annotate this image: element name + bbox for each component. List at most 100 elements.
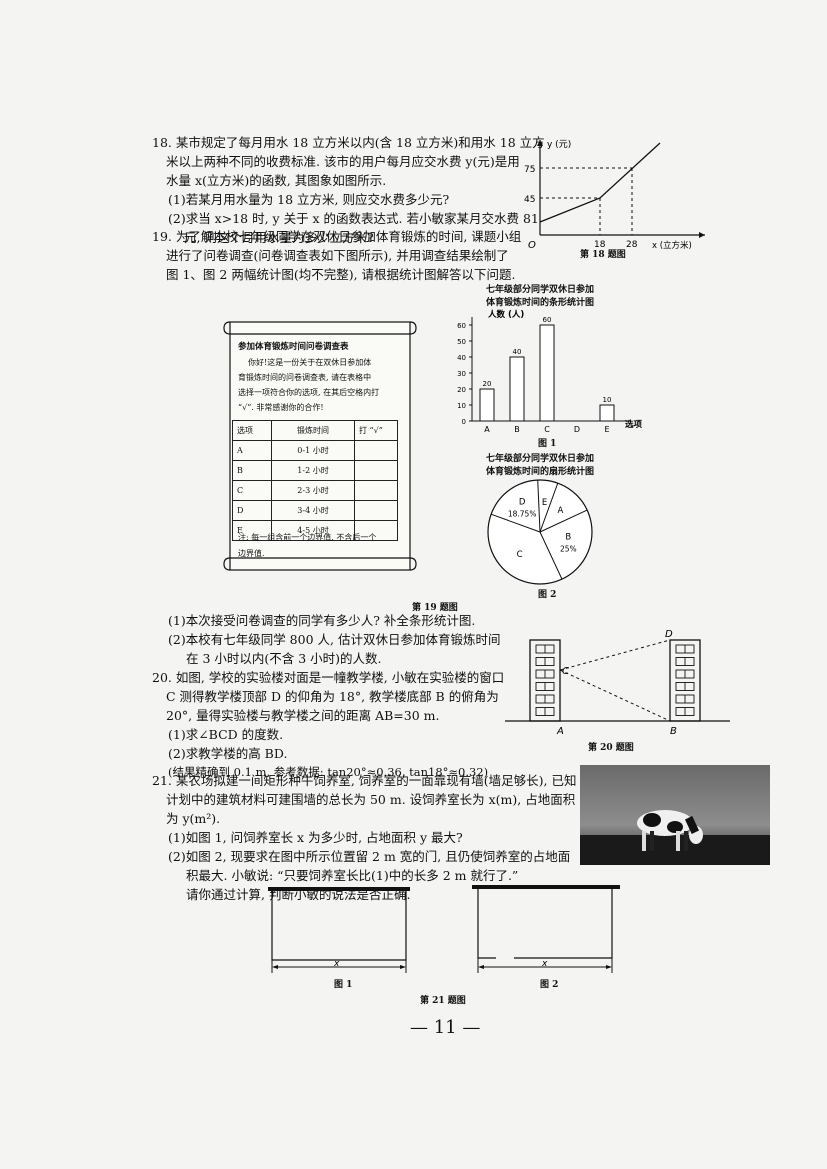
pie-slice-label-A: A <box>557 506 563 516</box>
pie-title-1: 七年级部分同学双休日参加 <box>486 454 595 464</box>
survey-time: 0-1 小时 <box>271 440 355 461</box>
q19-question-3: 在 3 小时以内(不含 3 小时)的人数. <box>186 651 382 666</box>
sight-line-cb <box>559 669 671 722</box>
q21-pen-figures: x x <box>268 885 620 973</box>
bar-y-tick-label: 30 <box>457 370 466 378</box>
page-number: — 11 — <box>410 1017 481 1038</box>
sight-line-cd <box>559 639 671 671</box>
q18-y-tick-75: 75 <box>524 165 535 175</box>
fig1-caption: 图 1 <box>334 980 353 990</box>
survey-check-cell[interactable] <box>354 440 398 461</box>
q18-function-graph: y (元) 75 45 18 28 O x (立方米) <box>524 140 705 251</box>
survey-header-time: 锻炼时间 <box>271 420 355 441</box>
survey-intro-1: 你好!这是一份关于在双休日参加体 <box>248 358 372 367</box>
q18-y-label: y (元) <box>547 140 571 150</box>
bar-y-label: 人数 (人) <box>488 309 524 320</box>
pie-boundary <box>490 513 541 533</box>
pie-slice-pct-B: 25% <box>560 544 577 553</box>
pie-boundary <box>539 531 563 580</box>
pie-boundary <box>539 509 588 533</box>
q21-line-4: (1)如图 1, 问饲养室长 x 为多少时, 占地面积 y 最大? <box>168 830 463 845</box>
bar-title-1: 七年级部分同学双休日参加 <box>486 285 595 295</box>
pie-boundary <box>539 482 559 533</box>
survey-intro-2: 育锻炼时间的问卷调查表, 请在表格中 <box>238 373 372 382</box>
q18-y-tick-45: 45 <box>524 195 535 205</box>
survey-option: D <box>232 500 272 521</box>
survey-note-1: 注: 每一组含前一个边界值, 不含后一个 <box>238 533 377 542</box>
q18-line-2: 米以上两种不同的收费标准. 该市的用户每月应交水费 y(元)是用 <box>166 154 520 169</box>
q19-line-1: 19. 为了解本校七年级同学在双休日参加体育锻炼的时间, 课题小组 <box>152 229 522 244</box>
q20-buildings-diagram: C D A B <box>505 629 730 737</box>
survey-check-cell[interactable] <box>354 500 398 521</box>
q19-question-2: (2)本校有七年级同学 800 人, 估计双休日参加体育锻炼时间 <box>168 632 501 647</box>
bar-category-label: A <box>484 425 490 434</box>
survey-check-cell[interactable] <box>354 520 398 541</box>
q18-line-1: 18. 某市规定了每月用水 18 立方米以内(含 18 立方米)和用水 18 立… <box>152 135 545 150</box>
bar-caption: 图 1 <box>538 439 557 449</box>
bar-value-label: 10 <box>603 396 612 404</box>
bar-y-tick-label: 50 <box>457 338 466 346</box>
survey-title: 参加体育锻炼时间问卷调查表 <box>238 342 349 352</box>
q21-line-1: 21. 某农场拟建一间矩形种牛饲养室, 饲养室的一面靠现有墙(墙足够长), 已知 <box>152 773 577 788</box>
q20-line-1: 20. 如图, 学校的实验楼对面是一幢教学楼, 小敏在实验楼的窗口 <box>152 670 505 685</box>
bar-C <box>539 324 555 422</box>
bar-x-label: 选项 <box>625 419 643 430</box>
q20-line-6: (结果精确到 0.1 m. 参考数据: tan20°≈0.36, tan18°≈… <box>168 765 489 779</box>
survey-header-row: 选项 锻炼时间 打 “√” <box>232 420 398 441</box>
bar-value-label: 20 <box>483 380 492 388</box>
q18-function-line <box>539 142 661 223</box>
survey-option: B <box>232 460 272 481</box>
q18-x-label: x (立方米) <box>652 240 692 251</box>
survey-check-cell[interactable] <box>354 480 398 501</box>
survey-note-2: 边界值. <box>238 549 265 558</box>
point-a: A <box>556 726 564 737</box>
pie-slice-label-C: C <box>517 550 523 560</box>
q18-origin: O <box>528 240 536 251</box>
survey-header-option: 选项 <box>232 420 272 441</box>
point-c: C <box>562 666 569 677</box>
survey-check-cell[interactable] <box>354 460 398 481</box>
q20-line-2: C 测得教学楼顶部 D 的仰角为 18°, 教学楼底部 B 的俯角为 <box>166 689 499 704</box>
bar-value-label: 60 <box>543 316 552 324</box>
q19-question-1: (1)本次接受问卷调查的同学有多少人? 补全条形统计图. <box>168 613 476 628</box>
q18-line-6: 元, 则这个月用水量为多少立方米? <box>184 230 374 245</box>
bar-title-2: 体育锻炼时间的条形统计图 <box>486 298 595 308</box>
q18-line-3: 水量 x(立方米)的函数, 其图象如图所示. <box>166 173 387 188</box>
q18-caption: 第 18 题图 <box>580 250 626 260</box>
q20-line-3: 20°, 量得实验楼与教学楼之间的距离 AB=30 m. <box>166 708 440 723</box>
survey-option: C <box>232 480 272 501</box>
cow-icon <box>637 810 703 851</box>
pie-slice-label-E: E <box>542 498 547 508</box>
q21-line-3: 为 y(m²). <box>166 811 221 826</box>
q18-x-tick-28: 28 <box>626 240 638 250</box>
bar-category-label: E <box>604 425 609 434</box>
fig2-caption: 图 2 <box>540 980 559 990</box>
q21-line-5: (2)如图 2, 现要求在图中所示位置留 2 m 宽的门, 且仍使饲养室的占地面 <box>168 849 571 864</box>
q18-line-4: (1)若某月用水量为 18 立方米, 则应交水费多少元? <box>168 192 450 207</box>
q20-line-5: (2)求教学楼的高 BD. <box>168 746 288 761</box>
pie-slice-pct-D: 18.75% <box>508 510 537 519</box>
pie-slice-label-B: B <box>565 532 571 542</box>
pie-boundary <box>537 480 541 533</box>
survey-header-check: 打 “√” <box>354 420 398 441</box>
q20-line-4: (1)求∠BCD 的度数. <box>168 727 284 742</box>
q21-caption: 第 21 题图 <box>420 996 466 1006</box>
q18-line-5: (2)求当 x>18 时, y 关于 x 的函数表达式. 若小敏家某月交水费 8… <box>168 211 539 226</box>
cow-photo <box>580 765 770 865</box>
bar-y-tick-label: 0 <box>462 418 466 426</box>
survey-option: A <box>232 440 272 461</box>
bar-value-label: 40 <box>513 348 522 356</box>
bar-category-label: D <box>574 425 580 434</box>
bar-y-tick-label: 60 <box>457 322 466 330</box>
lab-building <box>529 639 561 722</box>
fig2-pen-right <box>514 888 613 959</box>
fig2-x-label: x <box>541 959 548 969</box>
pie-title-2: 体育锻炼时间的扇形统计图 <box>486 467 595 477</box>
survey-time: 3-4 小时 <box>271 500 355 521</box>
